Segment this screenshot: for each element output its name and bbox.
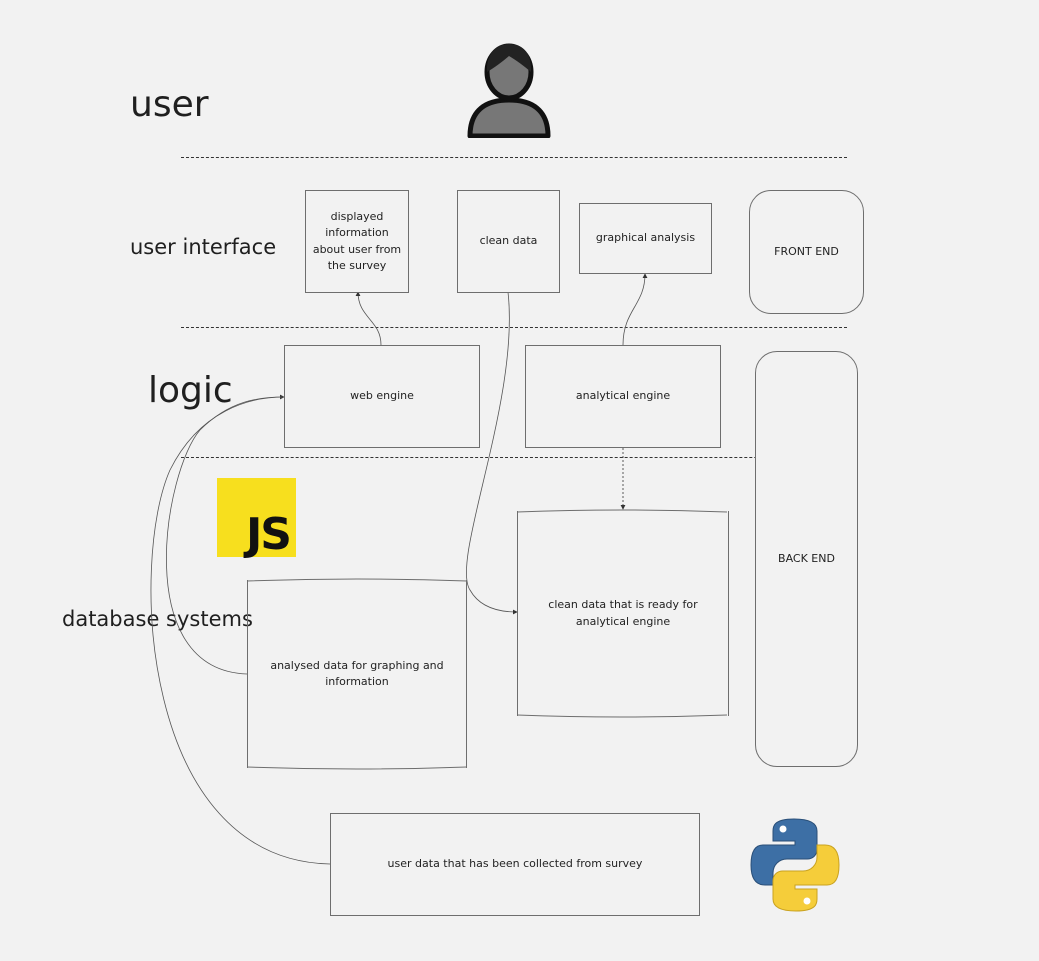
box-graphical-analysis: graphical analysis bbox=[579, 203, 712, 274]
box-analytical-engine-label: analytical engine bbox=[575, 389, 671, 403]
separator-user bbox=[181, 157, 847, 158]
box-analytical-engine: analytical engine bbox=[525, 345, 721, 448]
box-clean-data-label: clean data bbox=[479, 234, 538, 248]
box-user-data-label: user data that has been collected from s… bbox=[387, 857, 643, 871]
database-clean-ready: clean data that is ready for analytical … bbox=[517, 511, 729, 716]
arrow-analytical-to-graphical bbox=[622, 273, 648, 346]
layer-label-database-systems: database systems bbox=[62, 607, 253, 631]
box-clean-data: clean data bbox=[457, 190, 560, 293]
database-analysed-shape bbox=[246, 578, 468, 770]
box-user-data: user data that has been collected from s… bbox=[330, 813, 700, 916]
arrow-userdata-to-web bbox=[150, 396, 331, 865]
tier-back-end-label: BACK END bbox=[778, 551, 835, 565]
arrow-analysed-to-web bbox=[166, 394, 285, 675]
python-logo-icon bbox=[750, 818, 840, 912]
tier-back-end: BACK END bbox=[755, 351, 858, 767]
box-web-engine-label: web engine bbox=[350, 389, 414, 403]
box-web-engine: web engine bbox=[284, 345, 480, 448]
layer-label-user: user bbox=[130, 84, 209, 125]
database-analysed: analysed data for graphing and informati… bbox=[247, 580, 467, 768]
separator-logic bbox=[181, 457, 847, 458]
js-logo-text: JS bbox=[245, 509, 292, 560]
separator-ui bbox=[181, 327, 847, 328]
layer-label-logic: logic bbox=[148, 370, 233, 411]
box-displayed-information-label: displayed information about user from th… bbox=[312, 209, 402, 273]
box-displayed-information: displayed information about user from th… bbox=[305, 190, 409, 293]
tier-front-end-label: FRONT END bbox=[774, 244, 839, 258]
person-icon bbox=[467, 43, 551, 138]
layer-label-user-interface: user interface bbox=[130, 235, 277, 259]
arrow-web-to-displayed bbox=[355, 291, 382, 346]
database-clean-ready-label: clean data that is ready for analytical … bbox=[548, 598, 698, 628]
javascript-logo-icon: JS bbox=[217, 478, 296, 557]
arrow-clean-to-db bbox=[466, 291, 518, 615]
tier-front-end: FRONT END bbox=[749, 190, 864, 314]
box-graphical-analysis-label: graphical analysis bbox=[595, 231, 696, 245]
database-clean-ready-shape bbox=[516, 509, 728, 718]
database-analysed-label: analysed data for graphing and informati… bbox=[270, 658, 444, 689]
